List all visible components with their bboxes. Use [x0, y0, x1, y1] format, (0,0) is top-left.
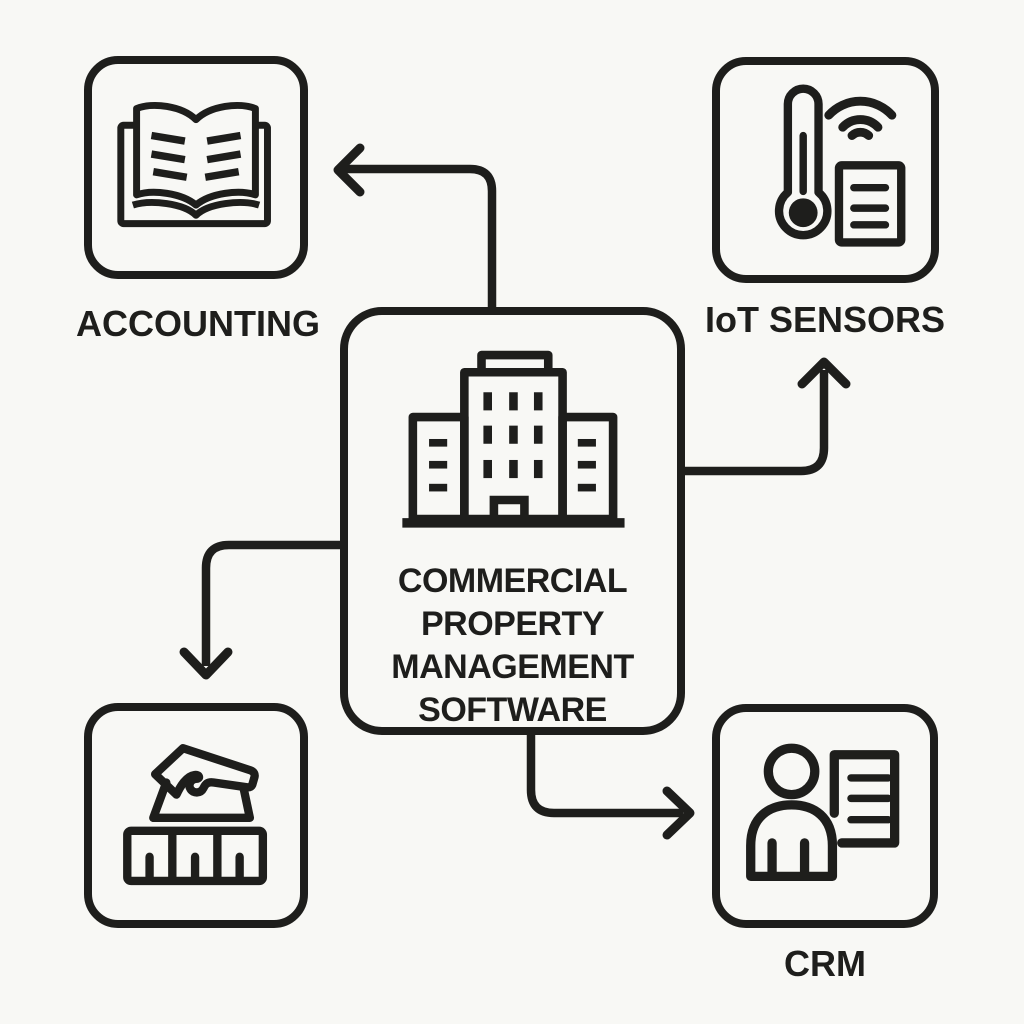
- wifi-icon: [824, 96, 897, 141]
- person-icon: [746, 743, 838, 881]
- node-crm: [712, 704, 938, 928]
- arrowhead-right-icon: [662, 786, 695, 840]
- center-label: COMMERCIAL PROPERTY MANAGEMENT SOFTWARE: [348, 560, 677, 732]
- center-label-line: COMMERCIAL: [397, 562, 628, 600]
- label-crm: CRM: [784, 943, 866, 984]
- center-label-line: PROPERTY: [420, 605, 605, 643]
- arrowhead-down-icon: [179, 647, 233, 680]
- open-ledger-book-icon: [117, 101, 271, 228]
- connector-center-to-crm: [526, 733, 695, 840]
- label-iot-sensors: IoT SENSORS: [704, 299, 946, 340]
- node-commercial-property-management-software: COMMERCIAL PROPERTY MANAGEMENT SOFTWARE: [340, 307, 685, 735]
- node-iot-sensors: [712, 57, 939, 283]
- hand-shape: [150, 744, 259, 799]
- office-building-icon: [402, 350, 625, 528]
- node-accounting: [84, 56, 308, 279]
- stamp-base: [149, 778, 255, 823]
- building-windows: [429, 392, 596, 492]
- sensor-document-icon: [834, 161, 906, 247]
- arrowhead-up-icon: [797, 357, 851, 389]
- hand-stamp-units-icon: [123, 744, 268, 886]
- connector-center-to-accounting: [333, 143, 497, 309]
- record-document-icon: [829, 750, 900, 848]
- center-label-line: SOFTWARE: [418, 691, 607, 729]
- node-bottom-left: [84, 703, 308, 928]
- thermometer-wifi-document-icon: [774, 84, 906, 247]
- arrowhead-left-icon: [333, 143, 365, 197]
- connector-center-to-iot-sensors: [683, 357, 851, 476]
- thermometer-icon: [774, 84, 832, 240]
- center-label-line: MANAGEMENT: [391, 648, 634, 686]
- connector-center-to-bottom-left: [179, 540, 342, 680]
- ledger-page-lines: [150, 131, 242, 181]
- person-record-icon: [746, 743, 900, 881]
- label-accounting: ACCOUNTING: [76, 303, 320, 344]
- building-door: [489, 495, 529, 520]
